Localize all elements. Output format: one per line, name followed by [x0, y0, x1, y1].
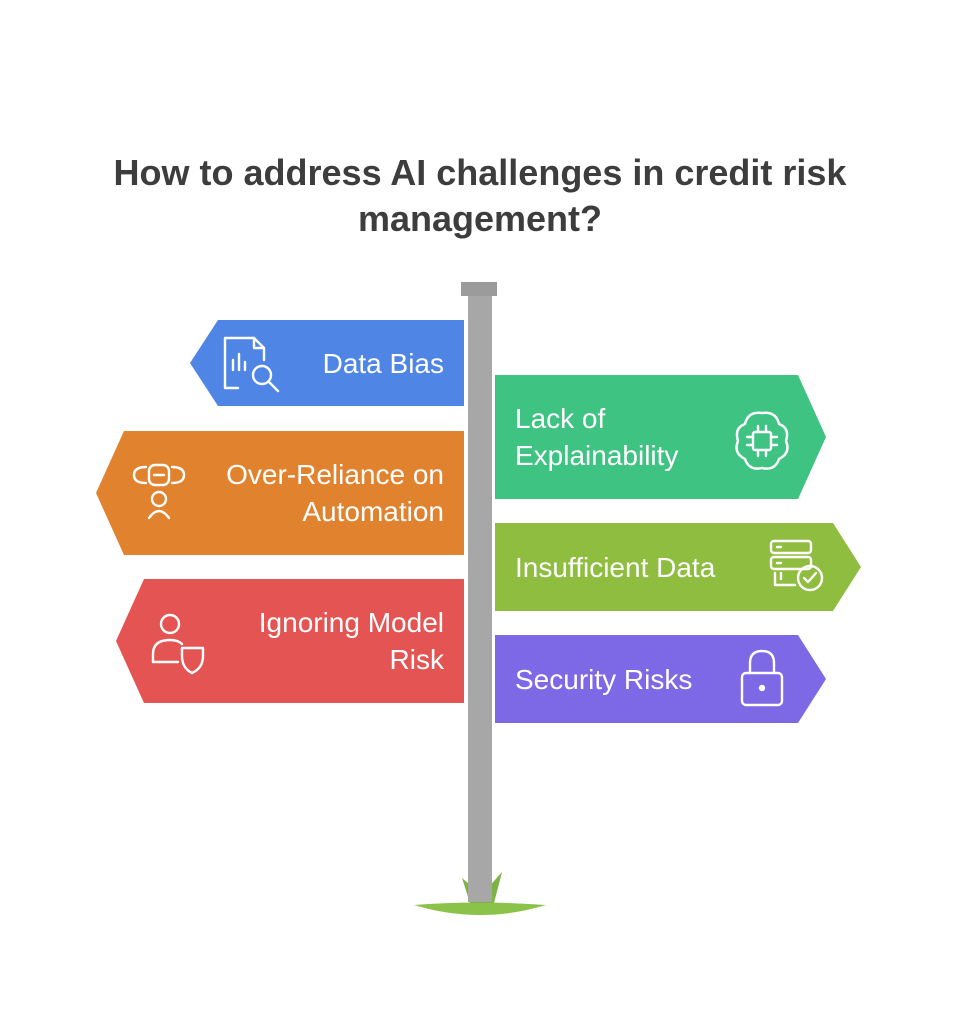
page-title: How to address AI challenges in credit r…	[113, 152, 847, 239]
sign-explainability	[495, 375, 826, 499]
sign-label-data-bias: Data Bias	[322, 347, 444, 379]
lock-icon	[740, 649, 784, 707]
grass-base	[414, 902, 546, 915]
sign-insufficient-data	[495, 523, 861, 611]
sign-over-reliance	[96, 431, 464, 555]
sign-label-explainability: Lack of Explainability	[515, 403, 679, 471]
post-pole	[468, 294, 492, 902]
person-shield-icon	[151, 613, 205, 675]
sign-label-over-reliance: Over-Reliance on Automation	[226, 459, 444, 527]
database-check-icon	[769, 539, 824, 592]
sign-security-risks	[495, 635, 826, 723]
data-analysis-icon	[223, 336, 280, 393]
robot-person-icon	[132, 463, 186, 520]
ai-brain-icon	[735, 411, 789, 470]
sign-label-insufficient-data: Insufficient Data	[515, 551, 716, 583]
sign-label-model-risk: Ignoring Model Risk	[258, 607, 444, 675]
sign-model-risk	[116, 579, 464, 703]
post-cap	[461, 282, 497, 296]
sign-label-security-risks: Security Risks	[515, 663, 693, 695]
